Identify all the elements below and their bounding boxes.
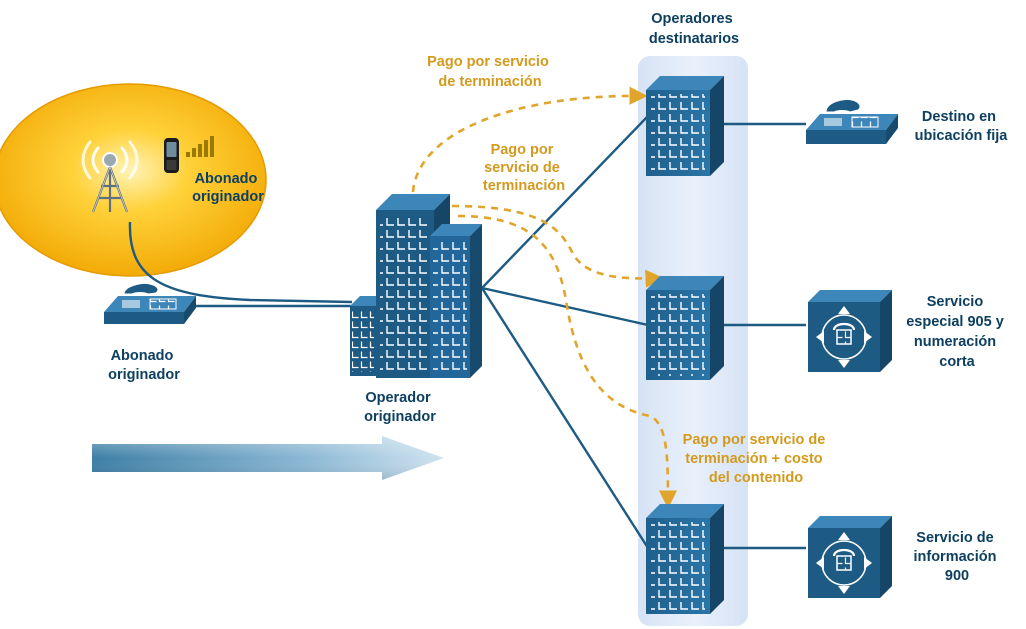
payment-label-mid: Pago por servicio de terminación: [483, 142, 565, 194]
flow-arrow-icon: [92, 436, 444, 480]
dest-905-label: Servicio especial 905 y numeración corta: [906, 294, 1008, 370]
link-operator-to-dest3: [480, 287, 650, 549]
desk-phone-icon: [806, 99, 898, 144]
origin-operator-label: Operador originador: [364, 390, 436, 425]
dest-900-label: Servicio de información 900: [913, 530, 1000, 584]
link-operator-to-dest1: [481, 115, 649, 289]
mobile-phone-icon: [164, 138, 179, 173]
dest-fixed-label: Destino en ubicación fija: [915, 109, 1009, 144]
payment-flow-mid: [451, 204, 664, 288]
desk-phone-icon: [104, 283, 196, 324]
destination-operators-label: Operadores destinatarios: [649, 11, 739, 47]
link-operator-to-dest2: [481, 286, 649, 327]
mobile-subscriber-label: Abonado originador: [192, 171, 264, 205]
server-building-icon: [646, 276, 724, 380]
service-switch-icon: [808, 516, 892, 598]
signal-bars-icon: [186, 136, 214, 157]
network-links: [128, 115, 806, 550]
payment-flows: [411, 86, 678, 509]
server-building-icon: [646, 504, 724, 614]
cell-tower-icon: [81, 140, 139, 213]
mobile-coverage-bubble: [0, 83, 267, 277]
payment-label-bottom: Pago por servicio de terminación + costo…: [683, 432, 830, 486]
link-tower-to-operator: [128, 221, 353, 304]
payment-flow-top: [411, 86, 648, 193]
payment-label-top: Pago por servicio de terminación: [427, 54, 553, 90]
server-building-icon: [646, 76, 724, 176]
fixed-subscriber-label: Abonado originador: [108, 348, 180, 383]
building-icon: [350, 194, 482, 378]
payment-flow-bottom: [457, 214, 678, 509]
service-switch-icon: [808, 290, 892, 372]
